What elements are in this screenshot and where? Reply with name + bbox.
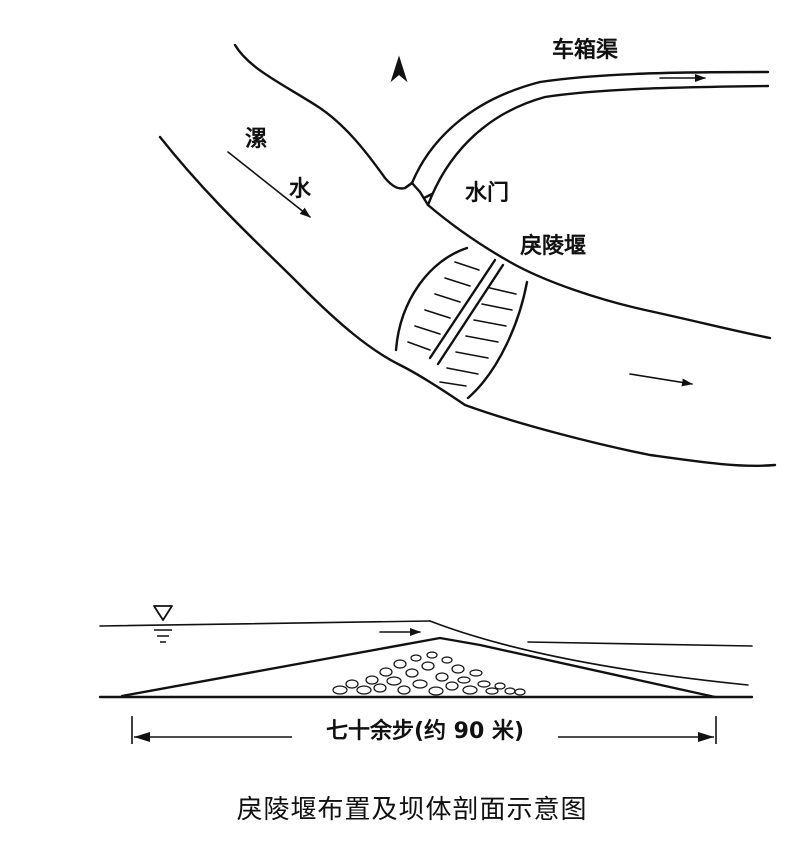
cross-section: 七十余步(约 90 米) — [98, 605, 754, 746]
weir-hatching — [407, 261, 517, 387]
river-right-bank — [233, 43, 422, 194]
river-left-bank — [158, 135, 777, 467]
river-right-bank-lower — [426, 203, 772, 340]
flow-arrow-icon — [629, 373, 693, 387]
water-surface-tail — [527, 641, 753, 647]
flow-arrow-icon — [227, 151, 311, 218]
weir-downstream-edge — [466, 280, 529, 400]
water-level-icon — [153, 605, 173, 643]
dam-profile — [120, 636, 717, 699]
water-surface-upstream — [99, 620, 431, 627]
label-li-river-2: 水 — [289, 177, 312, 202]
label-canal: 车箱渠 — [552, 37, 618, 63]
weir-crest-line-2 — [436, 263, 505, 366]
weir-upstream-edge — [394, 246, 469, 352]
section-length-label: 七十余步(约 90 米) — [326, 718, 524, 744]
figure-caption: 戾陵堰布置及坝体剖面示意图 — [236, 795, 587, 825]
plan-view: 漯 水 车箱渠 水门 戾陵堰 — [158, 37, 777, 467]
weir-crest-line-1 — [428, 258, 497, 360]
sluice-gate — [403, 181, 434, 207]
north-marker-icon — [390, 55, 408, 83]
canal-inner-bank — [426, 84, 770, 207]
label-weir: 戾陵堰 — [520, 233, 586, 259]
water-surface-downstream — [429, 620, 749, 686]
label-li-river-1: 漯 — [245, 127, 267, 152]
weir-structure — [394, 246, 529, 400]
rubble-fill — [332, 651, 526, 696]
label-sluice: 水门 — [465, 180, 509, 206]
canal-outer-bank — [410, 70, 770, 185]
